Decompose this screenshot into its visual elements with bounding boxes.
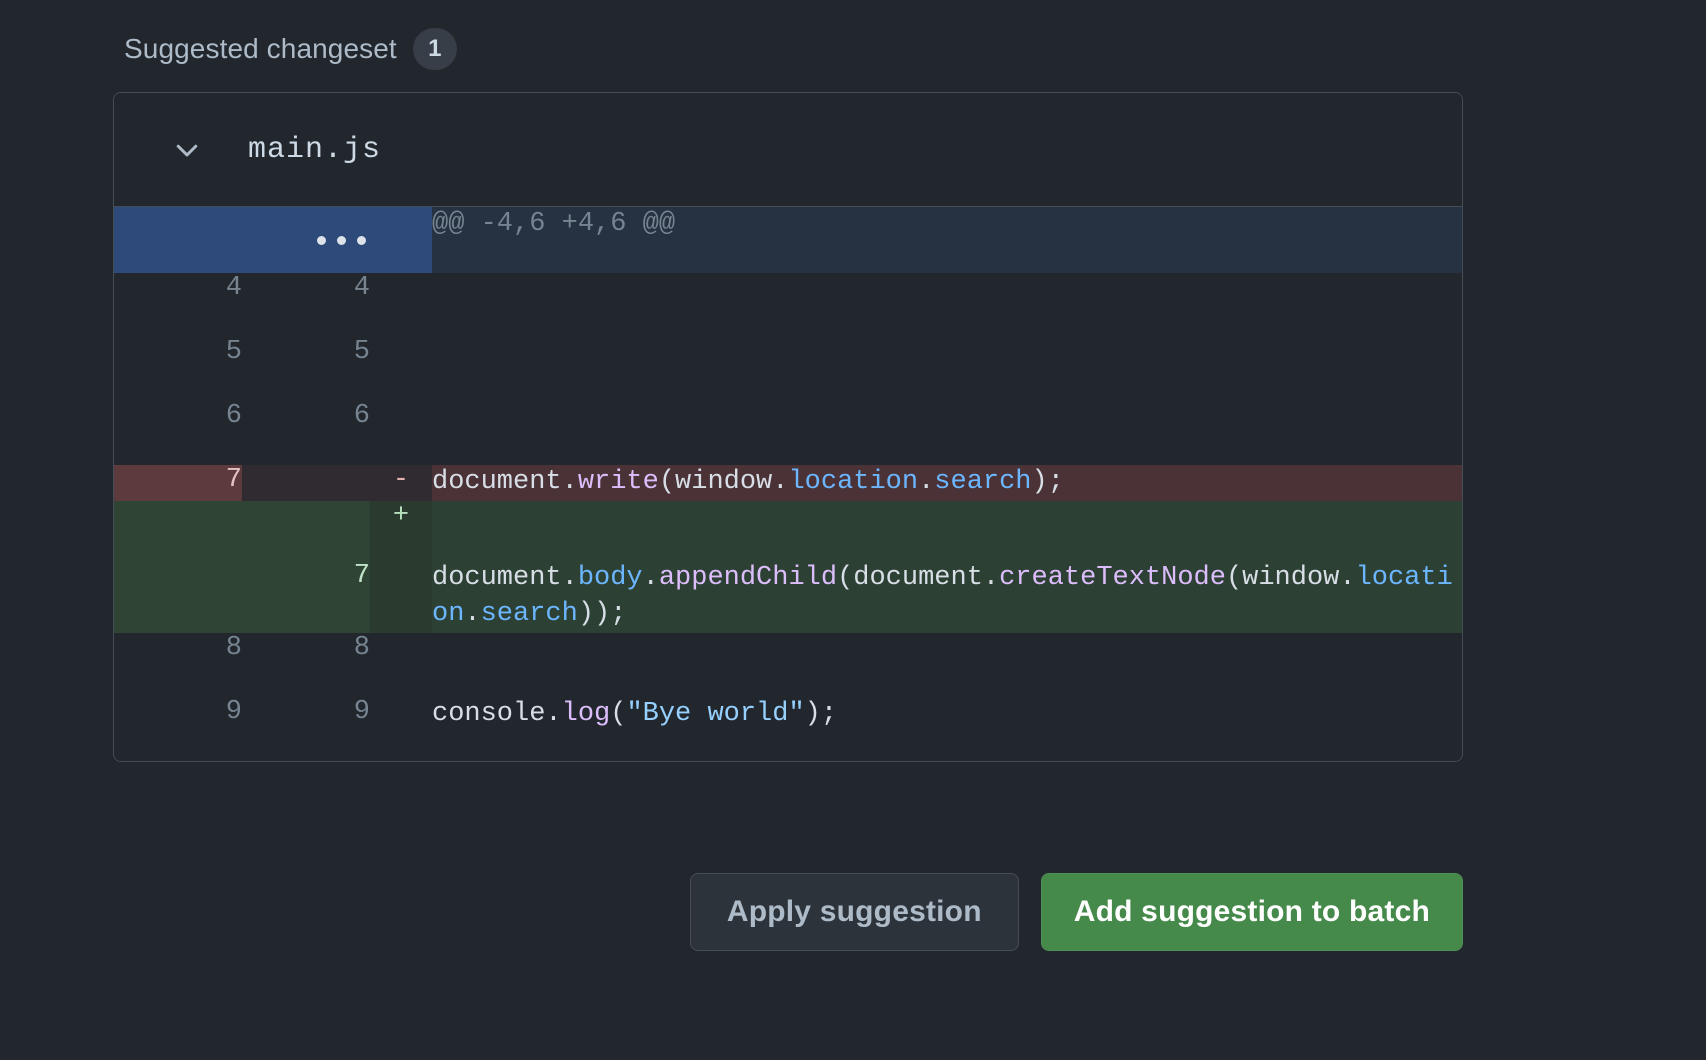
code-token: .: [464, 599, 480, 629]
table-row: 5 5: [114, 337, 1462, 401]
code-token: search: [481, 599, 578, 629]
diff-card: main.js @@ -4,6 +4,6 @@ 4: [113, 92, 1463, 762]
table-row: 7 document.body.appendChild(document.cre…: [114, 561, 1462, 633]
code-token: .: [562, 467, 578, 497]
diff-marker: [370, 561, 432, 633]
file-name-label: main.js: [248, 133, 381, 167]
code-token: ));: [578, 599, 627, 629]
ellipsis-expand-icon[interactable]: [242, 207, 370, 273]
apply-suggestion-button[interactable]: Apply suggestion: [690, 873, 1019, 951]
line-number-old: [114, 561, 242, 633]
line-number-old: 7: [114, 465, 242, 501]
code-token: .: [545, 699, 561, 729]
line-number-new: 6: [242, 401, 370, 465]
code-token: createTextNode: [999, 563, 1226, 593]
code-token: console: [432, 699, 545, 729]
code-line: [432, 633, 1462, 697]
code-token: document: [432, 563, 562, 593]
code-line: console.log("Bye world");: [432, 697, 1462, 761]
page-title: Suggested changeset: [124, 33, 397, 65]
diff-marker: [370, 273, 432, 337]
code-line: [432, 337, 1462, 401]
line-number-old: 6: [114, 401, 242, 465]
code-token: (: [610, 699, 626, 729]
diff-marker-deletion: -: [370, 465, 432, 501]
line-number-new: 5: [242, 337, 370, 401]
table-row[interactable]: @@ -4,6 +4,6 @@: [114, 207, 1462, 273]
table-row: 6 6: [114, 401, 1462, 465]
line-number-old: 5: [114, 337, 242, 401]
code-token: (window.: [1226, 563, 1356, 593]
table-row: 9 9 console.log("Bye world");: [114, 697, 1462, 761]
table-row: +: [114, 501, 1462, 561]
add-suggestion-to-batch-button[interactable]: Add suggestion to batch: [1041, 873, 1463, 951]
table-row: 8 8: [114, 633, 1462, 697]
line-number-new: 4: [242, 273, 370, 337]
line-number-new: [242, 501, 370, 561]
file-header[interactable]: main.js: [114, 93, 1462, 207]
code-token: location: [788, 467, 918, 497]
line-number-old: 8: [114, 633, 242, 697]
table-row: 4 4: [114, 273, 1462, 337]
changeset-count-badge: 1: [413, 28, 457, 70]
code-token: (window.: [659, 467, 789, 497]
code-token: body: [578, 563, 643, 593]
action-bar: Apply suggestion Add suggestion to batch: [0, 873, 1463, 951]
line-number-new: 8: [242, 633, 370, 697]
diff-marker-addition: +: [370, 501, 432, 561]
diff-marker: [370, 633, 432, 697]
code-token: search: [934, 467, 1031, 497]
hunk-header-text: @@ -4,6 +4,6 @@: [432, 207, 1462, 273]
code-token: appendChild: [659, 563, 837, 593]
line-number-new: 7: [242, 561, 370, 633]
line-number-new: 9: [242, 697, 370, 761]
code-token: .: [562, 563, 578, 593]
code-token: log: [562, 699, 611, 729]
diff-marker: [370, 207, 432, 273]
code-line-added: document.body.appendChild(document.creat…: [432, 561, 1462, 633]
table-row: 7 - document.write(window.location.searc…: [114, 465, 1462, 501]
line-number-old: [114, 501, 242, 561]
hunk-expand-gutter-old[interactable]: [114, 207, 242, 273]
code-line-spacer: [432, 501, 1462, 561]
diff-marker: [370, 337, 432, 401]
code-token: );: [1032, 467, 1064, 497]
line-number-old: 4: [114, 273, 242, 337]
code-token: .: [918, 467, 934, 497]
code-line: [432, 401, 1462, 465]
diff-table: @@ -4,6 +4,6 @@ 4 4 5 5: [114, 207, 1462, 761]
code-token: write: [578, 467, 659, 497]
code-token: "Bye world": [626, 699, 804, 729]
diff-marker: [370, 401, 432, 465]
code-token: .: [643, 563, 659, 593]
code-token: (document: [837, 563, 983, 593]
code-token: document: [432, 467, 562, 497]
diff-marker: [370, 697, 432, 761]
line-number-old: 9: [114, 697, 242, 761]
code-token: );: [805, 699, 837, 729]
chevron-down-icon[interactable]: [172, 135, 202, 165]
line-number-new: [242, 465, 370, 501]
code-line-deleted: document.write(window.location.search);: [432, 465, 1462, 501]
code-token: .: [983, 563, 999, 593]
hunk-expand-gutter-new[interactable]: [242, 207, 370, 273]
changeset-header: Suggested changeset 1: [0, 0, 1706, 76]
code-line: [432, 273, 1462, 337]
